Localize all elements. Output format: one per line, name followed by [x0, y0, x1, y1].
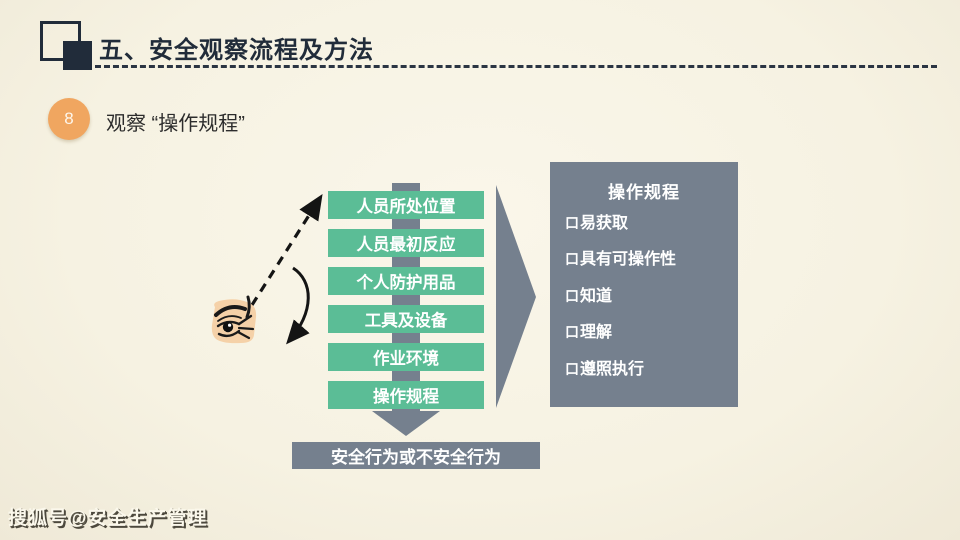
flow-step-label: 工具及设备 — [364, 312, 448, 330]
panel-item-label: 知道 — [580, 288, 613, 305]
result-box: 安全行为或不安全行为 — [292, 442, 540, 469]
down-arrow-icon — [372, 411, 440, 436]
square-bullet-icon: 口 — [565, 361, 579, 377]
eye-icon — [211, 295, 257, 344]
square-bullet-icon: 口 — [565, 215, 579, 231]
dashed-arrow — [250, 193, 323, 306]
header-dashed-divider — [95, 65, 937, 68]
panel-item-know: 口知道 — [565, 282, 612, 306]
flow-step-tools-equipment: 工具及设备 — [328, 305, 484, 333]
panel-item-accessible: 口易获取 — [565, 209, 628, 233]
result-label: 安全行为或不安全行为 — [331, 448, 501, 467]
section-subtitle: 观察 “操作规程” — [106, 113, 245, 135]
square-bullet-icon: 口 — [565, 288, 579, 304]
square-bullet-icon: 口 — [565, 324, 579, 340]
panel-item-label: 遵照执行 — [580, 361, 645, 378]
decor-square-filled — [63, 41, 92, 70]
flow-arrow-stem — [392, 183, 420, 412]
flow-step-procedures: 操作规程 — [328, 381, 484, 409]
flow-step-initial-reaction: 人员最初反应 — [328, 229, 484, 257]
panel-title: 操作规程 — [608, 183, 680, 202]
curved-arrow — [286, 266, 310, 345]
flow-step-label: 个人防护用品 — [356, 274, 456, 292]
panel-item-operable: 口具有可操作性 — [565, 245, 676, 269]
flow-step-label: 人员所处位置 — [356, 198, 456, 216]
panel-item-comply: 口遵照执行 — [565, 355, 644, 379]
flow-step-label: 操作规程 — [373, 388, 439, 406]
panel-item-label: 具有可操作性 — [580, 251, 677, 268]
watermark: 搜狐号@安全生产管理 — [8, 508, 208, 529]
panel-item-understand: 口理解 — [565, 318, 612, 342]
flow-step-label: 作业环境 — [373, 350, 439, 368]
panel-item-label: 易获取 — [580, 215, 629, 232]
section-number-badge: 8 — [48, 98, 90, 140]
page-title: 五、安全观察流程及方法 — [99, 37, 374, 64]
flow-step-label: 人员最初反应 — [356, 236, 456, 254]
procedures-panel: 操作规程 口易获取 口具有可操作性 口知道 口理解 口遵照执行 — [550, 162, 738, 407]
flow-step-ppe: 个人防护用品 — [328, 267, 484, 295]
flow-step-position: 人员所处位置 — [328, 191, 484, 219]
right-chevron-icon — [496, 185, 536, 408]
panel-item-label: 理解 — [580, 324, 613, 341]
flow-step-work-environment: 作业环境 — [328, 343, 484, 371]
square-bullet-icon: 口 — [565, 251, 579, 267]
